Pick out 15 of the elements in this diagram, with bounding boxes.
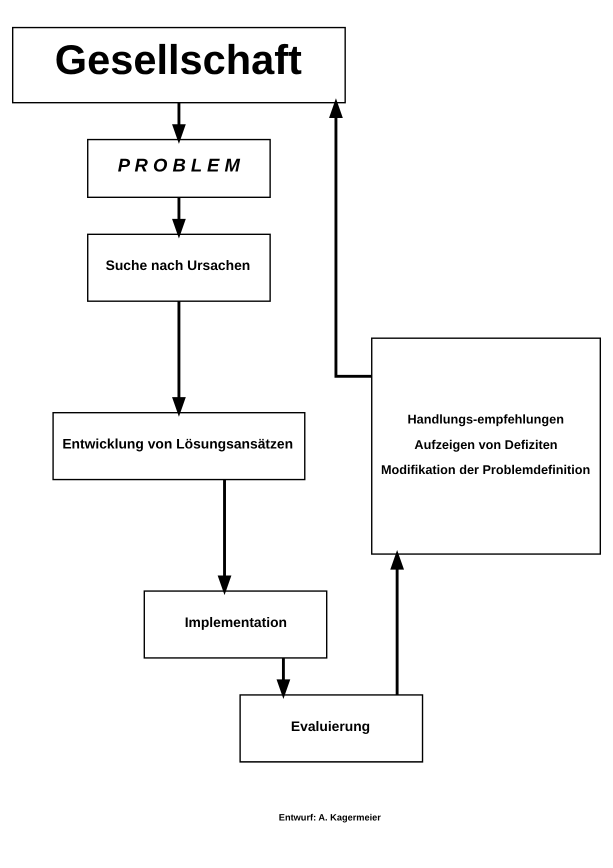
- arrow: [390, 550, 404, 695]
- arrow: [218, 480, 232, 596]
- node-box: Evaluierung: [239, 694, 424, 763]
- node-box: Gesellschaft: [12, 26, 346, 104]
- arrow: [172, 301, 186, 417]
- label: Entwurf: A. Kagermeier: [278, 812, 381, 823]
- arrow: [276, 658, 290, 700]
- node-box: Entwicklung von Lösungsansätzen: [52, 412, 306, 480]
- node-box: P R O B L E M: [87, 138, 271, 198]
- node-box: Handlungs-empfehlungen Aufzeigen von Defiziten Modifikation der Problemdefinition: [371, 337, 602, 555]
- arrow: [172, 102, 186, 144]
- arrow: [172, 198, 186, 239]
- node-box: Suche nach Ursachen: [87, 234, 271, 302]
- node-box: Implementation: [144, 590, 328, 659]
- arrow: [329, 98, 372, 378]
